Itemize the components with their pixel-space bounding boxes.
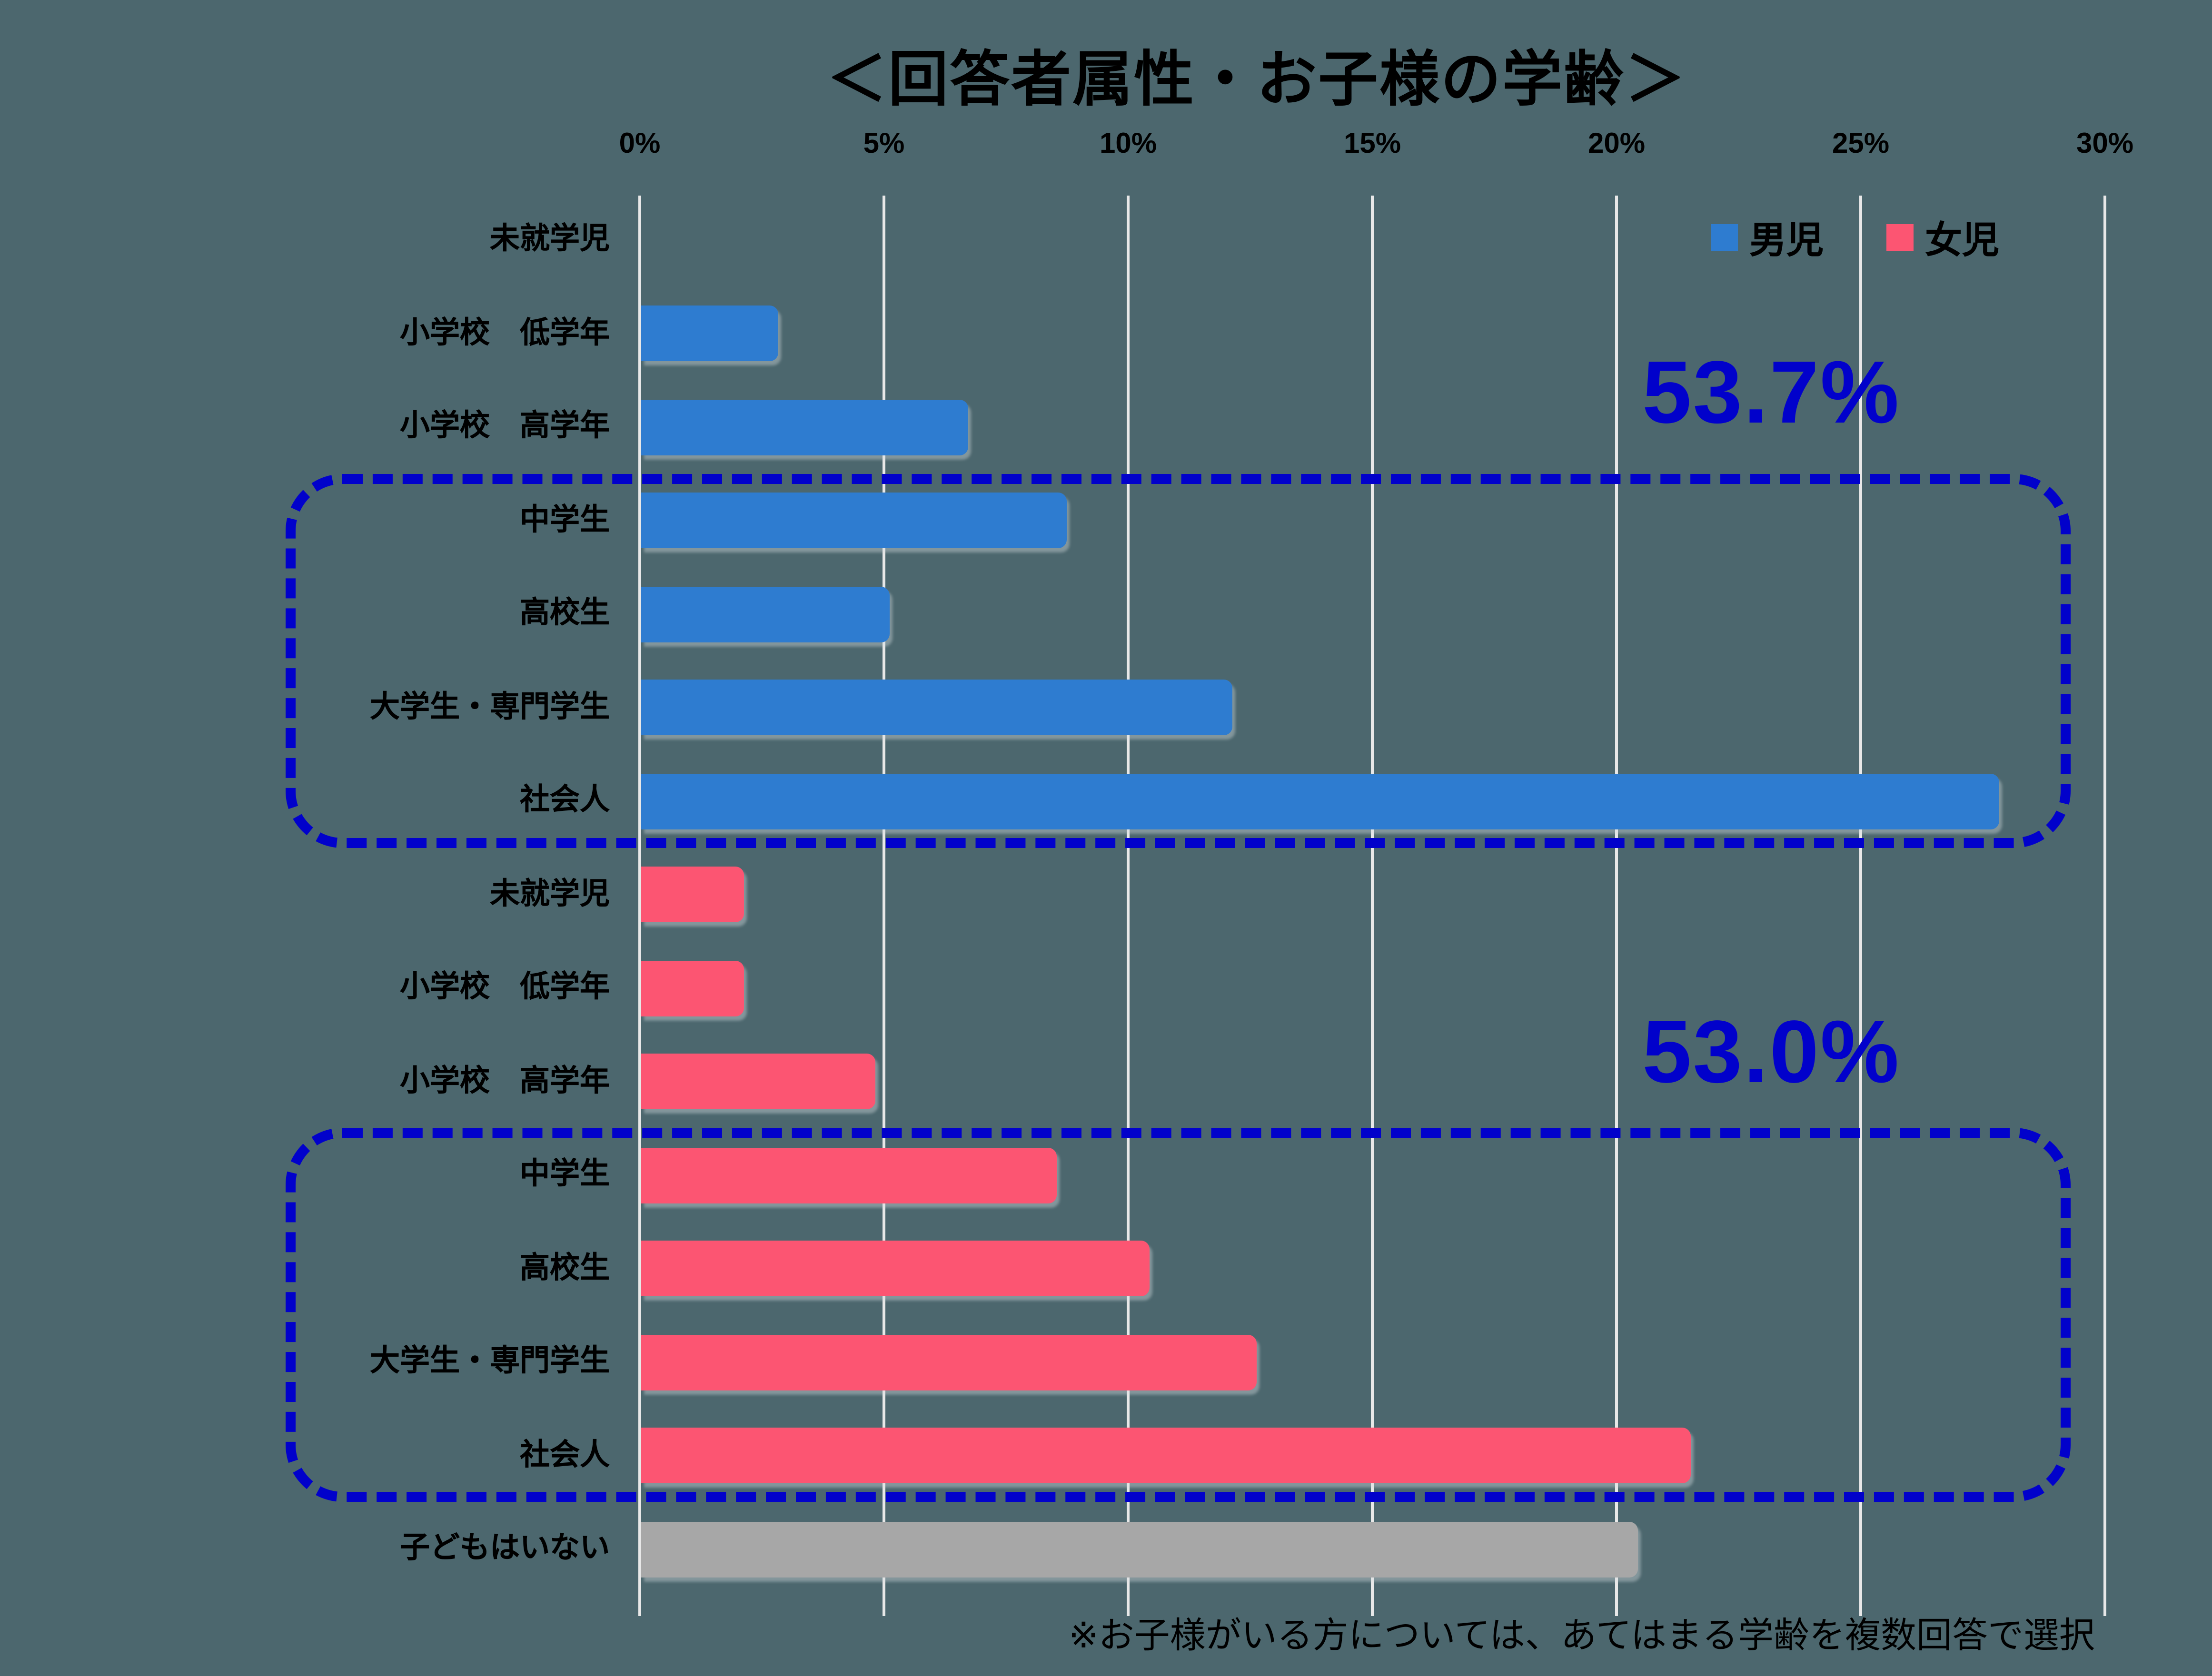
group-outline: [286, 1128, 2071, 1502]
category-label: 小学校 低学年: [400, 316, 610, 349]
legend-swatch-icon: [1886, 224, 1914, 251]
legend-item: 女児: [1886, 211, 1999, 264]
gridline: [1615, 196, 1618, 1616]
axis-tick-label: 5%: [863, 128, 905, 160]
legend-label: 男児: [1749, 218, 1824, 261]
category-label: 大学生・専門学生: [370, 1345, 610, 1378]
category-label: 小学校 高学年: [400, 1064, 610, 1097]
axis-tick-label: 15%: [1343, 128, 1401, 160]
group-sum-label: 53.7%: [1642, 344, 1901, 443]
category-label: 高校生: [520, 1251, 610, 1284]
bar-女児: [641, 960, 744, 1016]
legend-label: 女児: [1925, 218, 2000, 261]
category-label: 高校生: [520, 597, 610, 630]
legend-swatch-icon: [1711, 224, 1738, 251]
gridline: [638, 196, 641, 1616]
bar-男児: [641, 493, 1066, 548]
group-outline: [286, 473, 2071, 848]
axis-tick-label: 20%: [1587, 128, 1646, 160]
gridline: [1859, 196, 1862, 1616]
category-label: 社会人: [520, 1438, 610, 1471]
axis-tick-label: 10%: [1099, 128, 1157, 160]
bar-女児: [641, 1334, 1257, 1390]
legend: 男児 女児: [1711, 211, 1999, 264]
legend-item: 男児: [1711, 211, 1824, 264]
axis-tick-label: 0%: [619, 128, 661, 160]
axis-tick-label: 25%: [1832, 128, 1890, 160]
bar-女児: [641, 1147, 1057, 1203]
category-label: 社会人: [520, 784, 610, 817]
category-label: 子どもはいない: [400, 1532, 610, 1565]
bar-女児: [641, 1241, 1150, 1296]
category-label: 未就学児: [490, 223, 610, 256]
bar-女児: [641, 1054, 876, 1109]
axis-tick-label: 30%: [2076, 128, 2134, 160]
category-label: 小学校 高学年: [400, 410, 610, 443]
gridline: [883, 196, 885, 1616]
category-label: 中学生: [520, 1158, 610, 1191]
bar-女児: [641, 1428, 1691, 1483]
bar-男児: [641, 680, 1232, 735]
bar-女児: [641, 867, 744, 922]
bar-男児: [641, 773, 1999, 829]
chart-title: ＜回答者属性・お子様の学齢＞: [826, 46, 1686, 113]
footnote: ※お子様がいる方については、あてはまる学齢を複数回答で選択: [1068, 1616, 2095, 1656]
bar-男児: [641, 306, 778, 361]
gridline: [1127, 196, 1130, 1616]
bar-なし: [641, 1521, 1638, 1577]
gridline: [2103, 196, 2106, 1616]
bar-男児: [641, 586, 891, 642]
group-sum-label: 53.0%: [1642, 1004, 1901, 1102]
gridline: [1371, 196, 1374, 1616]
category-label: 大学生・専門学生: [370, 690, 610, 723]
bar-男児: [641, 399, 969, 455]
category-label: 中学生: [520, 503, 610, 536]
category-label: 未就学児: [490, 877, 610, 910]
category-label: 小学校 低学年: [400, 971, 610, 1004]
